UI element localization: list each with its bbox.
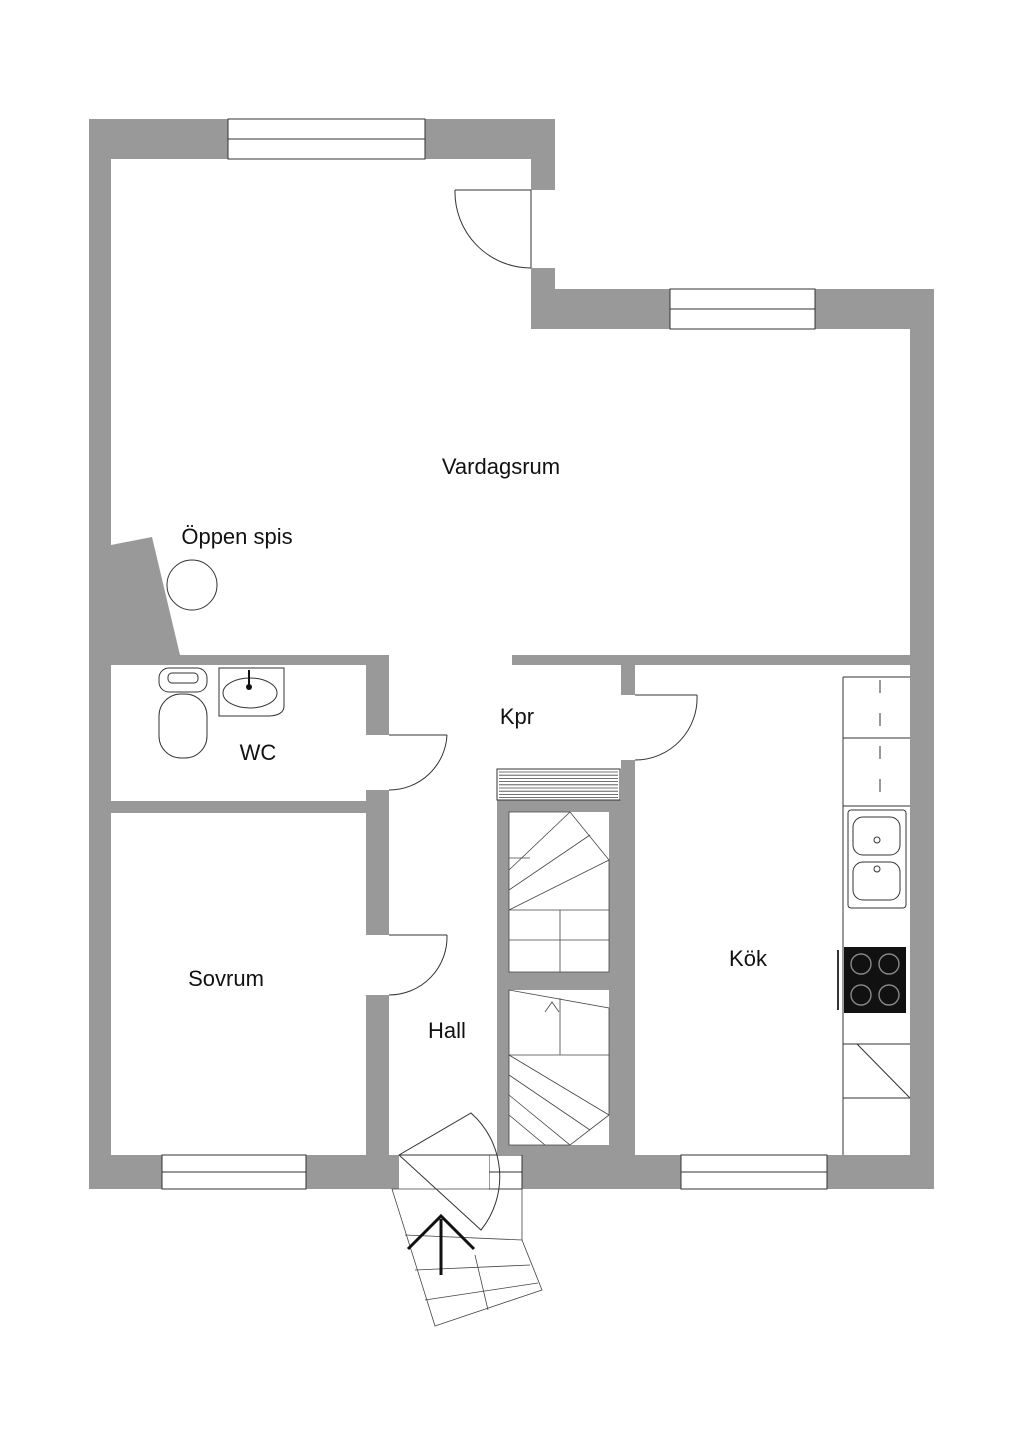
entrance-arrow-icon <box>406 1213 476 1275</box>
entrance-steps <box>391 1188 543 1327</box>
windows <box>161 118 828 1190</box>
fireplace-wall <box>111 537 180 655</box>
room-label-kitchen: Kök <box>729 946 768 971</box>
door-wc[interactable] <box>388 734 448 791</box>
room-label-fireplace: Öppen spis <box>181 524 292 549</box>
door-entrance[interactable] <box>398 1112 501 1231</box>
door-kitchen[interactable] <box>634 694 698 761</box>
room-label-closet: Kpr <box>500 704 534 729</box>
closet-grille <box>496 768 621 801</box>
fireplace-icon <box>166 559 218 611</box>
staircase-icon <box>508 811 610 1146</box>
interior-walls <box>111 655 910 1155</box>
kitchen-counter <box>842 676 911 1155</box>
stove-icon <box>837 947 906 1013</box>
room-label-living-room: Vardagsrum <box>442 454 560 479</box>
double-sink-icon <box>847 809 907 909</box>
doors[interactable] <box>388 189 698 1231</box>
exterior-walls <box>89 119 934 1189</box>
room-label-wc: WC <box>240 740 277 765</box>
room-label-hall: Hall <box>428 1018 466 1043</box>
sink-icon <box>218 667 285 717</box>
door-living-room[interactable] <box>454 189 532 269</box>
room-label-bedroom: Sovrum <box>188 966 264 991</box>
door-bedroom[interactable] <box>388 934 448 996</box>
toilet-icon <box>158 667 208 759</box>
